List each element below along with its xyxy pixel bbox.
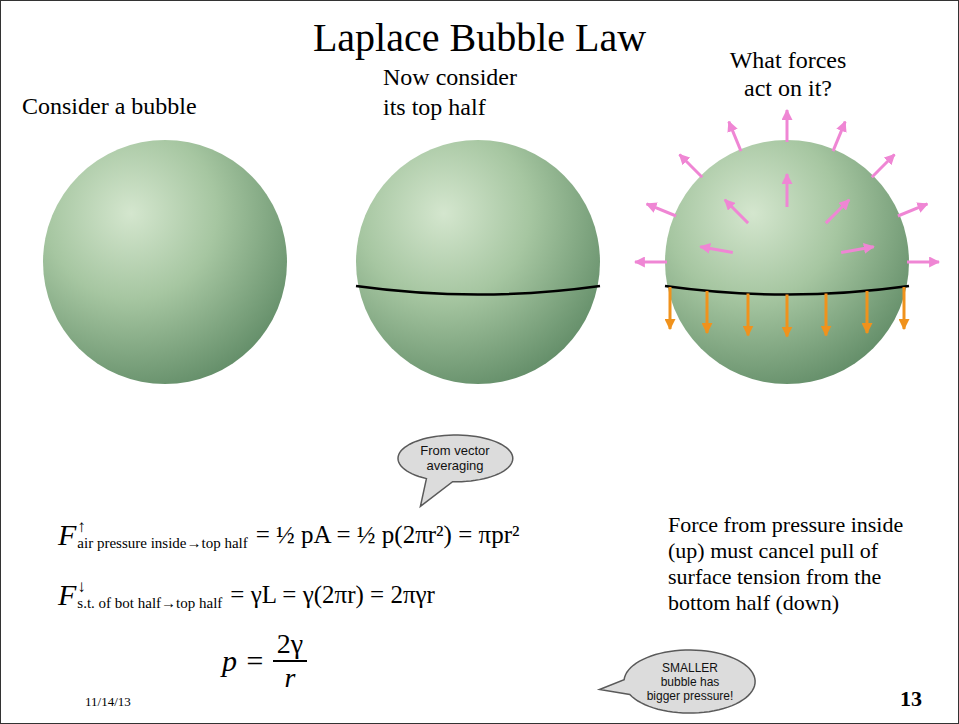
- force-symbol: F: [58, 518, 76, 552]
- laplace-result: p =2γr: [222, 628, 307, 694]
- force-subscript: air pressure inside→top half: [77, 536, 247, 552]
- speech-bubble-outline: [600, 650, 756, 713]
- force-equation: F↓s.t. of bot half→top half = γL = γ(2πr)…: [58, 578, 435, 612]
- label-holder: 11/14/13: [85, 694, 185, 710]
- eq-expression: = γL = γ(2πr) = 2πγr: [230, 581, 435, 609]
- force-symbol: F: [58, 578, 76, 612]
- explanation-text: Force from pressure inside (up) must can…: [668, 512, 918, 616]
- slide-date: 11/14/13: [85, 694, 185, 710]
- label-holder: Now consider its top half: [383, 62, 533, 122]
- force-equation: F↑air pressure inside→top half = ½ pA = ½…: [58, 518, 519, 552]
- speech-bubble-outline: [398, 435, 513, 506]
- tension-arrows: [670, 287, 904, 337]
- label-holder: What forces act on it?: [718, 46, 858, 102]
- intro-caption: Consider a bubble: [22, 92, 282, 120]
- step-caption: Now consider its top half: [383, 62, 533, 122]
- eq-lhs: p =: [222, 644, 265, 678]
- callout-text: SMALLER bubble has bigger pressure!: [644, 661, 736, 703]
- bubble-sphere: [43, 140, 287, 384]
- callout-bubble: SMALLER bubble has bigger pressure!: [624, 650, 755, 713]
- bubble-sphere: [356, 140, 600, 384]
- label-holder: Force from pressure inside (up) must can…: [668, 512, 918, 616]
- slide-number: 13: [900, 686, 944, 712]
- equator-line: [356, 286, 600, 295]
- index-stack: ↓s.t. of bot half→top half: [77, 578, 222, 612]
- force-subscript: s.t. of bot half→top half: [77, 596, 222, 612]
- fraction-denominator: r: [273, 660, 307, 694]
- callout-body: From vector averaging: [415, 443, 495, 473]
- force-direction: ↑: [77, 518, 86, 536]
- label-holder: Consider a bubble: [22, 92, 282, 120]
- eq-expression: = ½ pA = ½ p(2πr²) = πpr²: [256, 521, 520, 549]
- callout-text: From vector averaging: [415, 443, 495, 473]
- label-holder: 13: [900, 686, 944, 712]
- fraction: 2γr: [273, 628, 307, 694]
- fraction-numerator: 2γ: [273, 628, 307, 660]
- pressure-arrows: [635, 110, 939, 262]
- callout-bubble: From vector averaging: [398, 435, 513, 482]
- bubble-sphere: [665, 140, 909, 384]
- callout-body: SMALLER bubble has bigger pressure!: [644, 661, 736, 703]
- index-stack: ↑air pressure inside→top half: [77, 518, 247, 552]
- force-direction: ↓: [77, 578, 86, 596]
- question-caption: What forces act on it?: [718, 46, 858, 102]
- equator-line: [665, 286, 909, 295]
